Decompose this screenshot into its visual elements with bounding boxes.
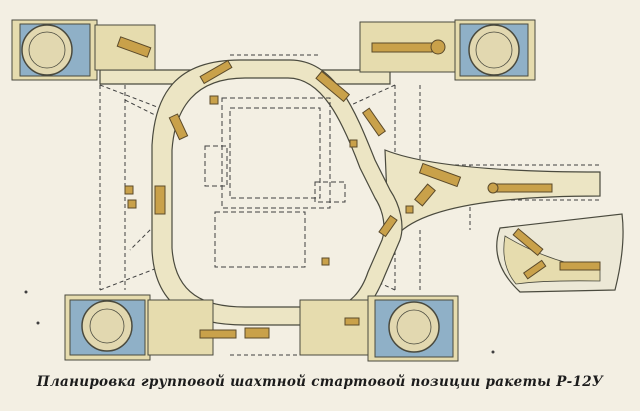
vehicles: [124, 59, 553, 339]
diagram-caption: Планировка групповой шахтной стартовой п…: [36, 374, 604, 390]
silo-bottom-right: [299, 295, 459, 362]
silo-bottom-left: [64, 294, 214, 361]
silo-top-left: [11, 19, 156, 81]
markers: [24, 290, 495, 354]
silo-top-right: [359, 19, 536, 81]
central-building: [204, 97, 346, 268]
inset-turnaround: [496, 213, 624, 293]
